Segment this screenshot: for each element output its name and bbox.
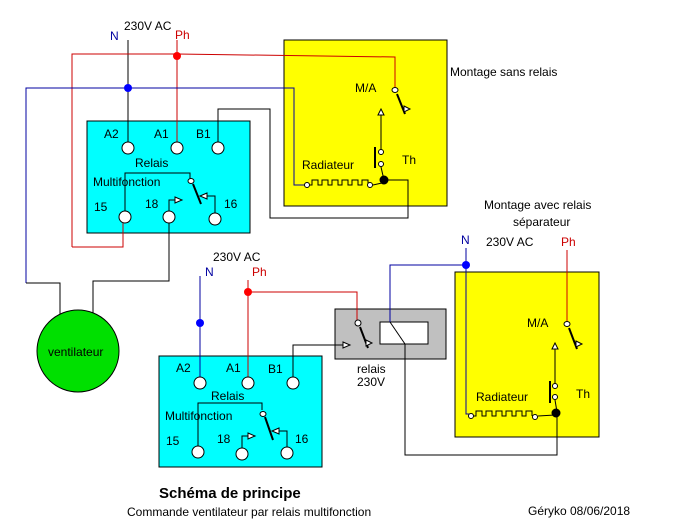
separator-relay-switch: [342, 319, 558, 456]
relay-name-top-1: Relais: [135, 156, 168, 170]
caption-top: Montage sans relais: [450, 65, 557, 79]
radiator-box-top: [283, 39, 448, 207]
footer-subtitle: Commande ventilateur par relais multifon…: [127, 505, 371, 519]
contact-18-bottom: 18: [217, 432, 231, 446]
caption-bottom-1: Montage avec relais: [484, 198, 591, 212]
relay-name-top-2: Multifonction: [93, 175, 160, 189]
separator-relay-label-2: 230V: [357, 375, 385, 389]
voltage-label-bottom: 230V AC: [213, 250, 261, 264]
footer-author-date: Géryko 08/06/2018: [528, 504, 630, 518]
thermostat-label-top: Th: [402, 153, 416, 167]
fan-label: ventilateur: [48, 345, 103, 359]
voltage-label-right: 230V AC: [486, 235, 534, 249]
phase-junction-top: [173, 52, 181, 60]
contact-16-bottom: 16: [295, 432, 309, 446]
switch-label-bottom: M/A: [527, 316, 548, 330]
relay-terminals-bottom: [191, 376, 300, 461]
switch-label-top: M/A: [355, 81, 376, 95]
phase-label-right: Ph: [561, 235, 576, 249]
separator-relay-label-1: relais: [357, 362, 386, 376]
terminal-b1-bottom: B1: [268, 362, 283, 376]
b1-wire-top: [217, 108, 409, 219]
relay-name-bottom-2: Multifonction: [165, 409, 232, 423]
fan-wire-a: [26, 282, 61, 320]
fan-wire-b: [92, 216, 170, 320]
phase-to-separator: [248, 291, 358, 322]
neutral-to-separator: [389, 264, 466, 322]
contact-15-wire-top: [72, 216, 124, 248]
contact-15-top: 15: [94, 200, 108, 214]
relay-name-bottom-1: Relais: [211, 389, 244, 403]
radiator-internal-top: [304, 87, 412, 188]
relay-switch-top: [124, 172, 216, 213]
terminal-a1-top: A1: [154, 127, 169, 141]
voltage-label-top: 230V AC: [124, 19, 172, 33]
neutral-label-bottom: N: [205, 265, 214, 279]
phase-junction-bottom: [244, 288, 252, 296]
heater-label-top: Radiateur: [302, 158, 354, 172]
neutral-label-top: N: [110, 29, 119, 43]
terminal-b1-top: B1: [196, 127, 211, 141]
b1-wire-bottom: [292, 344, 343, 378]
radiator-internal-bottom: [468, 321, 584, 420]
footer-title: Schéma de principe: [159, 485, 301, 502]
heater-label-bottom: Radiateur: [476, 390, 528, 404]
neutral-loop-top: [25, 87, 307, 283]
radiator-box-bottom: [454, 271, 600, 438]
contact-15-bottom: 15: [166, 434, 180, 448]
contact-16-top: 16: [224, 197, 238, 211]
terminal-a1-bottom: A1: [226, 361, 241, 375]
caption-bottom-2: séparateur: [513, 215, 570, 229]
terminal-a2-bottom: A2: [176, 361, 191, 375]
thermostat-label-bottom: Th: [576, 387, 590, 401]
contact-18-top: 18: [145, 197, 159, 211]
terminal-a2-top: A2: [104, 127, 119, 141]
separator-relay-coil: [379, 321, 429, 345]
phase-label-bottom: Ph: [252, 265, 267, 279]
neutral-label-right: N: [461, 233, 470, 247]
fan-motor: [36, 309, 120, 393]
neutral-junction-bottom: [196, 319, 204, 327]
neutral-junction-right: [462, 261, 470, 269]
relay-switch-bottom: [197, 402, 288, 448]
phase-label-top: Ph: [175, 28, 190, 42]
neutral-junction-top: [124, 84, 132, 92]
